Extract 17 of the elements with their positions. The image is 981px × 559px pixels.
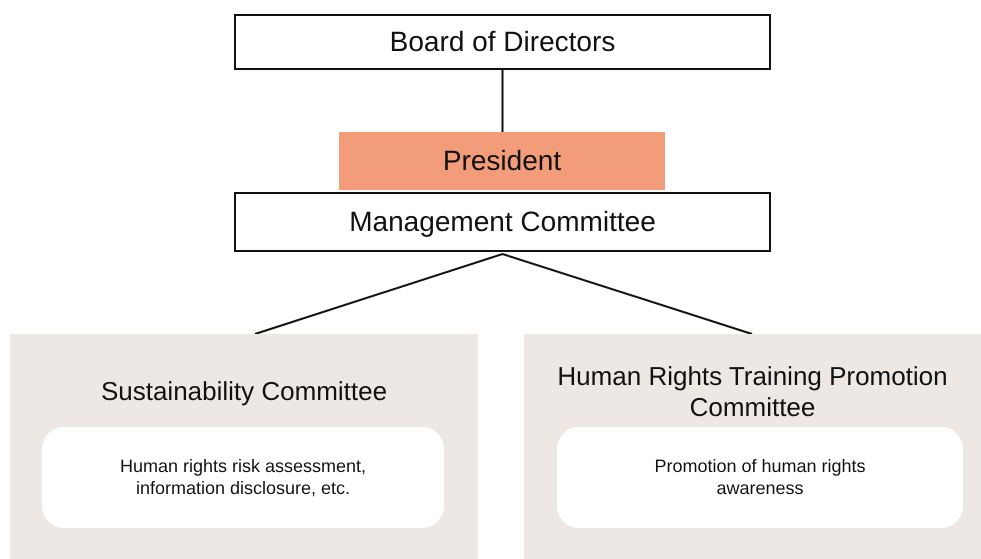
connector-line <box>254 253 503 335</box>
committee-panel <box>524 334 981 559</box>
task-card <box>42 427 444 528</box>
committee-panel <box>10 334 478 559</box>
task-text: Promotion of human rights awareness <box>653 456 867 500</box>
task-text: Human rights risk assessment, information disclosure, etc. <box>118 456 368 500</box>
node-label: President <box>442 144 562 178</box>
node-label: Management Committee <box>349 205 656 239</box>
board-box <box>234 14 771 70</box>
committee-box <box>234 192 771 252</box>
task-card <box>557 427 963 528</box>
node-label: Board of Directors <box>390 25 616 59</box>
node-label: Sustainability Committee <box>100 375 388 408</box>
president-box <box>339 132 665 190</box>
connector-line <box>502 253 752 335</box>
connector-line <box>502 70 504 132</box>
node-label: Human Rights Training Promotion Committee <box>556 360 949 424</box>
